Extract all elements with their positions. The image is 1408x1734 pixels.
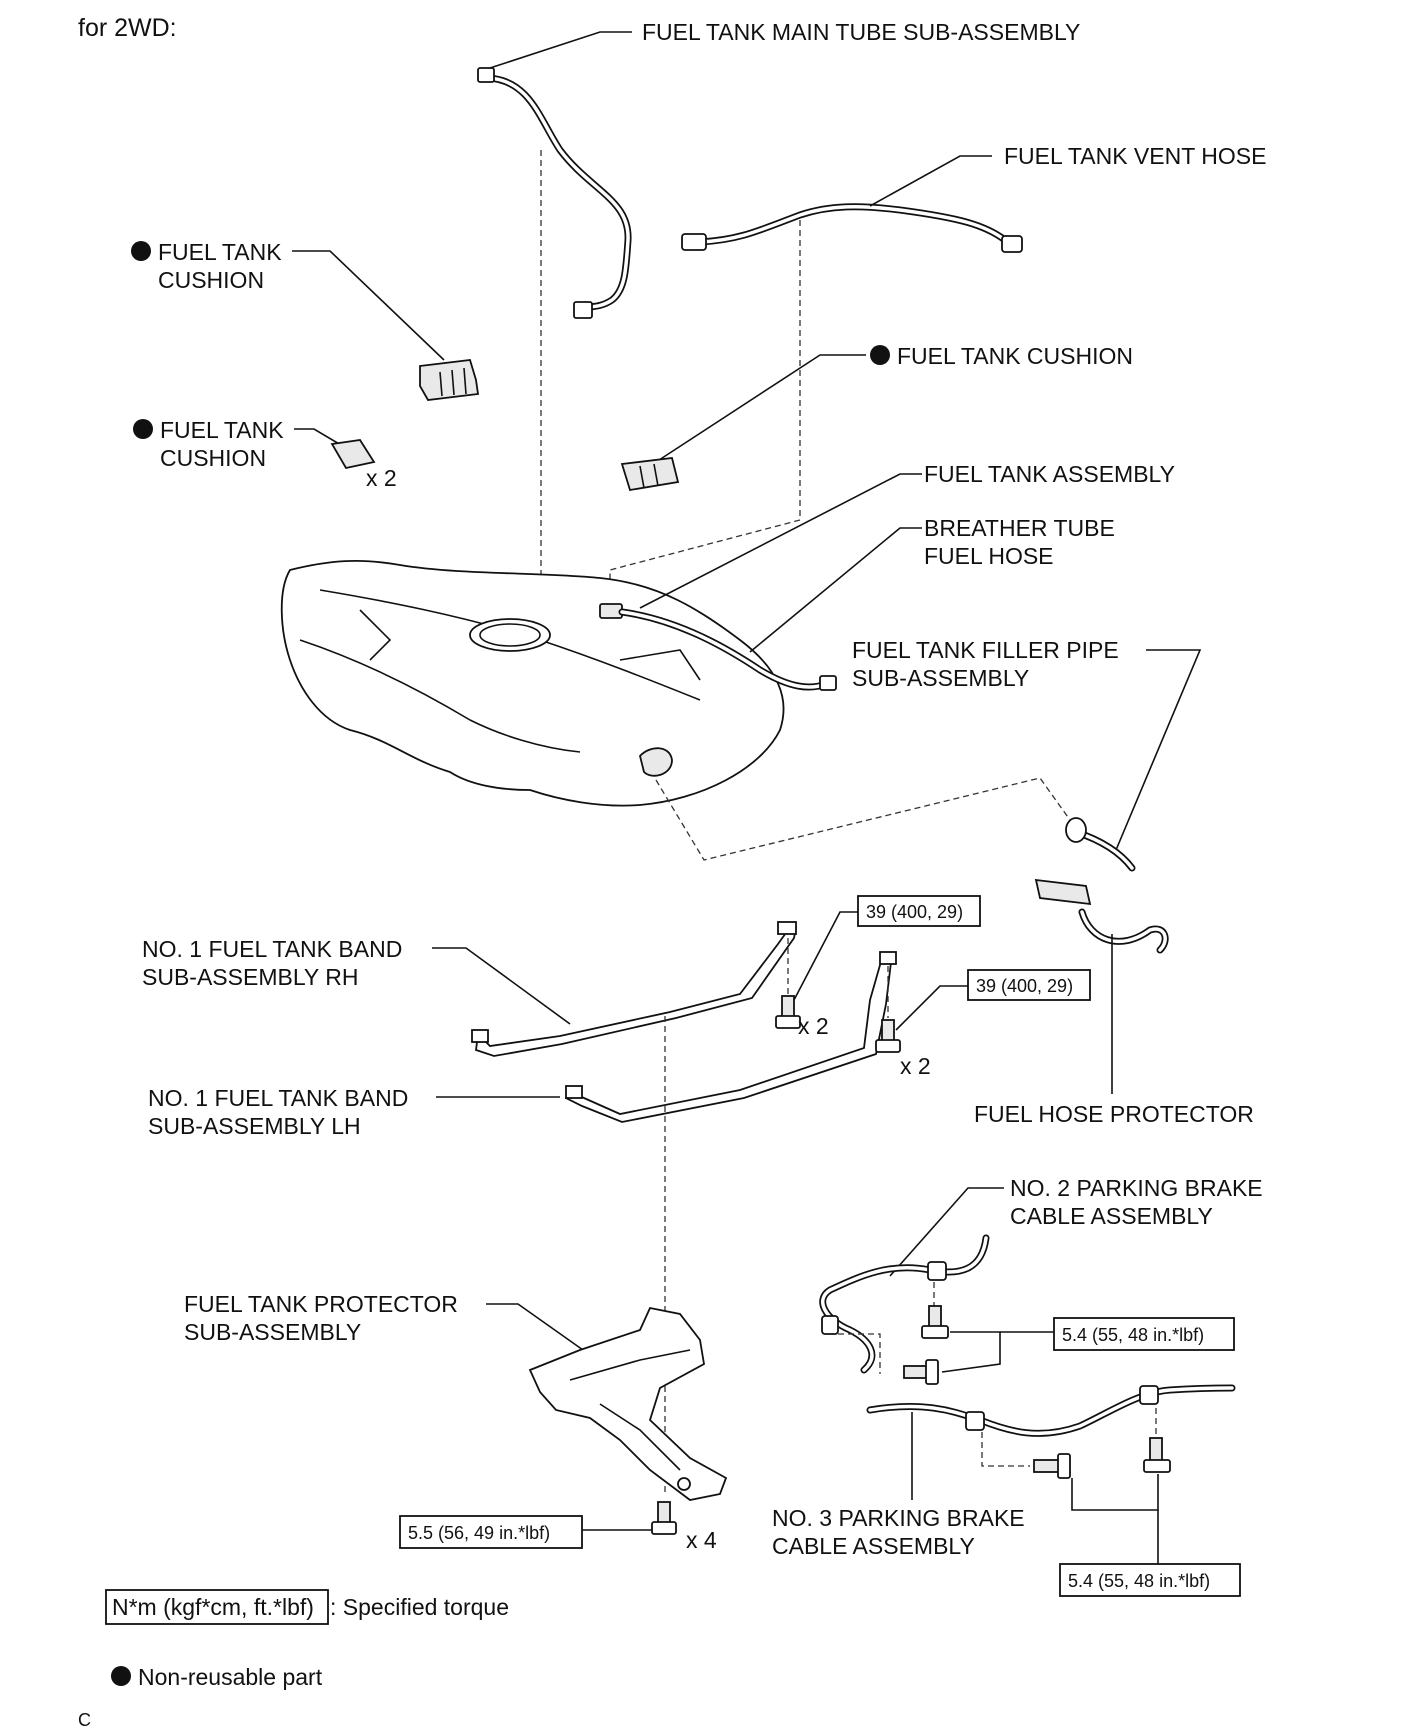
torque-band-lh: 39 (400, 29) — [976, 976, 1073, 996]
torque-box-pb3 — [1059, 1563, 1241, 1597]
torque-protector: 5.5 (56, 49 in.*lbf) — [408, 1523, 550, 1543]
label-band-lh-line1: NO. 1 FUEL TANK BAND — [148, 1085, 408, 1111]
label-cushion-a-line2: CUSHION — [158, 267, 264, 293]
torque-band-rh: 39 (400, 29) — [866, 902, 963, 922]
qty-band-lh-bolts: x 2 — [900, 1053, 931, 1079]
label-main-tube: FUEL TANK MAIN TUBE SUB-ASSEMBLY — [642, 19, 1080, 45]
label-filler-line1: FUEL TANK FILLER PIPE — [852, 637, 1119, 663]
label-vent-hose: FUEL TANK VENT HOSE — [1004, 143, 1266, 169]
label-breather-line1: BREATHER TUBE — [924, 515, 1115, 541]
fuel-tank-band-rh — [471, 921, 798, 1057]
variant-heading: for 2WD: — [78, 14, 177, 42]
label-filler-line2: SUB-ASSEMBLY — [852, 665, 1029, 691]
leader-tank-protector — [486, 1303, 601, 1363]
legend-torque-desc: : Specified torque — [330, 1594, 509, 1620]
legend-nonreusable-desc: Non-reusable part — [138, 1664, 323, 1690]
nonreusable-marker-cushion-c — [133, 419, 153, 439]
leader-torque-band-lh — [895, 985, 968, 1031]
leader-torque-pb3 — [1071, 1474, 1159, 1511]
leader-band-rh — [432, 947, 571, 1025]
bolt-protector — [651, 1501, 677, 1535]
leader-breather — [749, 527, 922, 653]
fuel-tank-assembly — [280, 559, 785, 807]
fuel-tank-vent-hose — [681, 203, 1023, 253]
leader-tank-assembly — [639, 473, 922, 609]
fuel-tank-cushion-a — [419, 359, 480, 401]
assembly-line-filler — [655, 777, 1071, 861]
label-hose-protector: FUEL HOSE PROTECTOR — [974, 1101, 1254, 1127]
assembly-line-pb3-side — [981, 1432, 1030, 1467]
bolt-pb3-b — [1143, 1437, 1171, 1473]
legend-torque-box — [105, 1589, 329, 1625]
torque-pb2: 5.4 (55, 48 in.*lbf) — [1062, 1325, 1204, 1345]
nonreusable-marker-cushion-b — [870, 345, 890, 365]
label-breather-line2: FUEL HOSE — [924, 543, 1054, 569]
qty-cushion-c: x 2 — [366, 465, 397, 491]
fuel-tank-cushion-c — [330, 439, 376, 470]
legend-torque-unit: N*m (kgf*cm, ft.*lbf) — [112, 1594, 314, 1620]
leader-filler — [1115, 649, 1202, 851]
label-pb3-line1: NO. 3 PARKING BRAKE — [772, 1505, 1025, 1531]
label-tank-assembly: FUEL TANK ASSEMBLY — [924, 461, 1175, 487]
parking-brake-cable-no2 — [819, 1234, 990, 1374]
fuel-tank-protector — [528, 1306, 728, 1501]
leader-torque-pb2 — [941, 1331, 1001, 1373]
bolt-pb2-a — [921, 1305, 949, 1339]
label-cushion-b: FUEL TANK CUSHION — [897, 343, 1133, 369]
bolt-band-lh — [875, 1019, 901, 1053]
label-pb2-line1: NO. 2 PARKING BRAKE — [1010, 1175, 1263, 1201]
label-band-rh-line1: NO. 1 FUEL TANK BAND — [142, 936, 402, 962]
leader-pb2 — [889, 1187, 1004, 1277]
label-band-rh-line2: SUB-ASSEMBLY RH — [142, 964, 358, 990]
bolt-pb2-b — [903, 1359, 939, 1385]
breather-tube-fuel-hose — [618, 608, 837, 691]
assembly-line-pb2-side — [838, 1333, 881, 1374]
parking-brake-cable-no3 — [866, 1384, 1236, 1437]
torque-box-pb2 — [1053, 1317, 1235, 1351]
assembly-line-vent-to-tank — [609, 519, 801, 600]
legend-nonreusable-marker — [111, 1666, 131, 1686]
leader-main-tube — [489, 31, 632, 69]
label-band-lh-line2: SUB-ASSEMBLY LH — [148, 1113, 361, 1139]
label-tank-protector-line1: FUEL TANK PROTECTOR — [184, 1291, 458, 1317]
torque-box-band-rh — [857, 895, 981, 927]
fuel-tank-cushion-b — [620, 457, 680, 492]
leader-cushion-a — [292, 250, 445, 361]
torque-box-band-lh — [967, 969, 1091, 1001]
fuel-tank-filler-pipe — [1065, 817, 1136, 872]
leader-vent-hose — [869, 155, 992, 207]
qty-band-rh-bolts: x 2 — [798, 1013, 829, 1039]
label-pb2-line2: CABLE ASSEMBLY — [1010, 1203, 1213, 1229]
torque-pb3: 5.4 (55, 48 in.*lbf) — [1068, 1571, 1210, 1591]
fuel-hose-protector — [1034, 878, 1169, 954]
figure-code: C — [78, 1710, 91, 1730]
label-cushion-c-line2: CUSHION — [160, 445, 266, 471]
bolt-pb3-a — [1033, 1453, 1071, 1479]
bolt-band-rh — [775, 995, 801, 1029]
fuel-tank-band-lh — [564, 951, 897, 1123]
nonreusable-marker-cushion-a — [131, 241, 151, 261]
leader-cushion-b — [655, 354, 866, 463]
leader-cushion-c — [294, 428, 347, 449]
fuel-tank-main-tube — [477, 67, 632, 319]
label-cushion-a-line1: FUEL TANK — [158, 239, 282, 265]
label-cushion-c-line1: FUEL TANK — [160, 417, 284, 443]
label-tank-protector-line2: SUB-ASSEMBLY — [184, 1319, 361, 1345]
leader-torque-band-rh — [793, 911, 858, 1001]
torque-box-protector — [399, 1515, 583, 1549]
label-pb3-line2: CABLE ASSEMBLY — [772, 1533, 975, 1559]
qty-protector-bolts: x 4 — [686, 1527, 717, 1553]
